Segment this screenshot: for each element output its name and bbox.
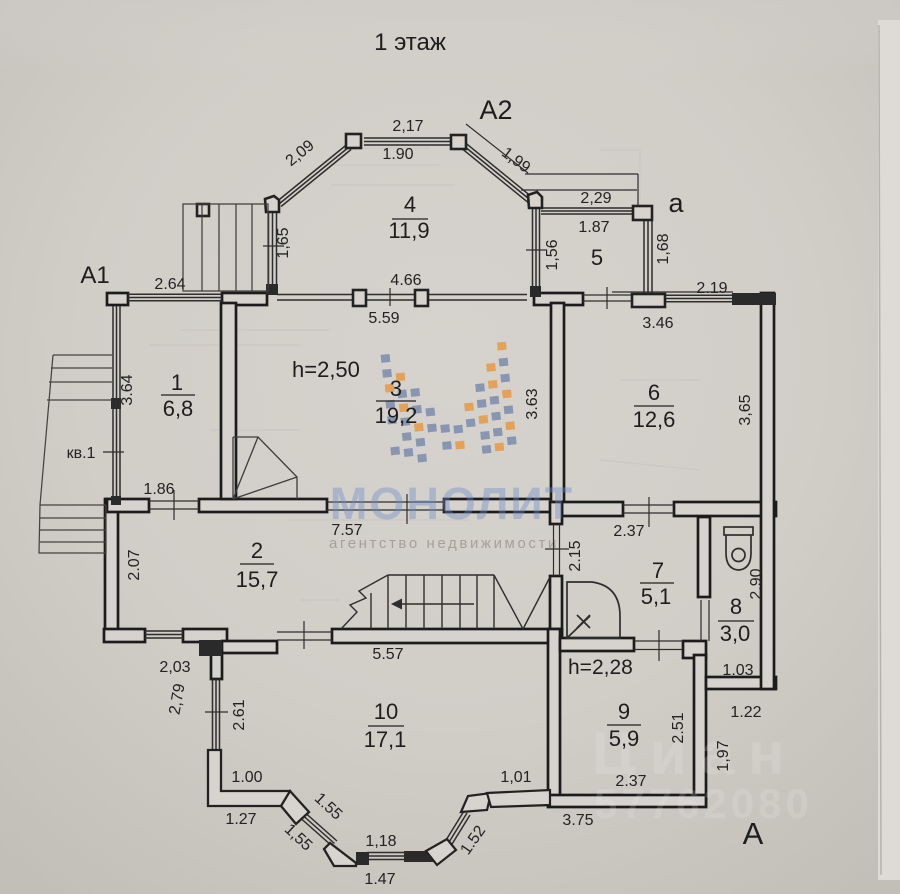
- svg-text:2.64: 2.64: [154, 276, 185, 293]
- svg-text:1,56: 1,56: [544, 239, 561, 270]
- svg-text:5.57: 5.57: [372, 646, 403, 663]
- svg-text:6,8: 6,8: [163, 396, 194, 421]
- svg-text:4: 4: [404, 192, 416, 217]
- svg-text:1,65: 1,65: [275, 227, 292, 258]
- svg-text:3.63: 3.63: [524, 388, 541, 419]
- svg-text:а: а: [668, 188, 684, 218]
- svg-text:11,9: 11,9: [388, 218, 429, 243]
- svg-text:2: 2: [251, 538, 263, 563]
- svg-text:2,03: 2,03: [159, 659, 190, 676]
- svg-text:2.37: 2.37: [613, 523, 644, 540]
- svg-text:А2: А2: [479, 95, 512, 125]
- svg-text:4.66: 4.66: [390, 272, 421, 289]
- svg-text:1.03: 1.03: [722, 662, 753, 679]
- svg-text:1.47: 1.47: [364, 871, 395, 888]
- svg-text:1: 1: [171, 370, 183, 395]
- svg-text:3.64: 3.64: [119, 374, 136, 405]
- svg-text:2.07: 2.07: [126, 549, 143, 580]
- svg-text:10: 10: [374, 699, 398, 724]
- svg-text:5: 5: [591, 245, 603, 270]
- svg-text:12,6: 12,6: [633, 407, 676, 432]
- svg-text:кв.1: кв.1: [67, 445, 96, 462]
- svg-text:1.87: 1.87: [578, 219, 609, 236]
- svg-text:9: 9: [618, 699, 630, 724]
- svg-text:5.59: 5.59: [368, 310, 399, 327]
- svg-text:57762080: 57762080: [594, 780, 813, 827]
- svg-text:17,1: 17,1: [364, 727, 407, 752]
- svg-text:МОНОЛИТ: МОНОЛИТ: [330, 478, 574, 529]
- svg-text:А1: А1: [80, 262, 109, 289]
- svg-text:2.90: 2.90: [748, 568, 765, 599]
- svg-text:7.57: 7.57: [331, 522, 362, 539]
- svg-text:2.37: 2.37: [615, 773, 646, 790]
- svg-text:1,68: 1,68: [655, 233, 672, 264]
- svg-text:7: 7: [652, 558, 664, 583]
- svg-text:агентство недвижимости: агентство недвижимости: [329, 535, 559, 552]
- svg-text:h=2,50: h=2,50: [292, 357, 360, 382]
- svg-text:1.90: 1.90: [382, 146, 413, 163]
- svg-text:3.46: 3.46: [642, 315, 673, 332]
- svg-text:2,29: 2,29: [580, 190, 611, 207]
- svg-text:1 этаж: 1 этаж: [374, 29, 446, 56]
- svg-text:1,97: 1,97: [715, 740, 732, 771]
- svg-text:8: 8: [730, 594, 742, 619]
- svg-text:1.00: 1.00: [231, 769, 262, 786]
- svg-text:2.61: 2.61: [231, 699, 248, 730]
- svg-text:2,17: 2,17: [392, 118, 423, 135]
- svg-text:h=2,28: h=2,28: [568, 656, 633, 679]
- svg-text:1.22: 1.22: [730, 704, 761, 721]
- svg-text:1,18: 1,18: [365, 833, 396, 850]
- svg-text:5,9: 5,9: [609, 726, 640, 751]
- svg-text:6: 6: [648, 380, 660, 405]
- svg-text:3,0: 3,0: [720, 621, 751, 646]
- svg-text:3.75: 3.75: [562, 812, 593, 829]
- svg-text:2.19: 2.19: [696, 280, 727, 297]
- svg-text:1.86: 1.86: [143, 481, 174, 498]
- svg-text:Циан: Циан: [592, 720, 798, 787]
- svg-text:19,2: 19,2: [375, 403, 418, 428]
- svg-text:3,65: 3,65: [737, 394, 754, 425]
- svg-text:1.27: 1.27: [225, 811, 256, 828]
- svg-text:2.51: 2.51: [670, 712, 687, 743]
- svg-text:3: 3: [390, 376, 402, 401]
- svg-text:2.15: 2.15: [567, 540, 584, 571]
- svg-text:А: А: [743, 816, 764, 851]
- svg-text:15,7: 15,7: [236, 567, 279, 592]
- svg-text:1,01: 1,01: [500, 769, 531, 786]
- svg-text:2,79: 2,79: [166, 682, 188, 716]
- svg-text:5,1: 5,1: [641, 584, 672, 609]
